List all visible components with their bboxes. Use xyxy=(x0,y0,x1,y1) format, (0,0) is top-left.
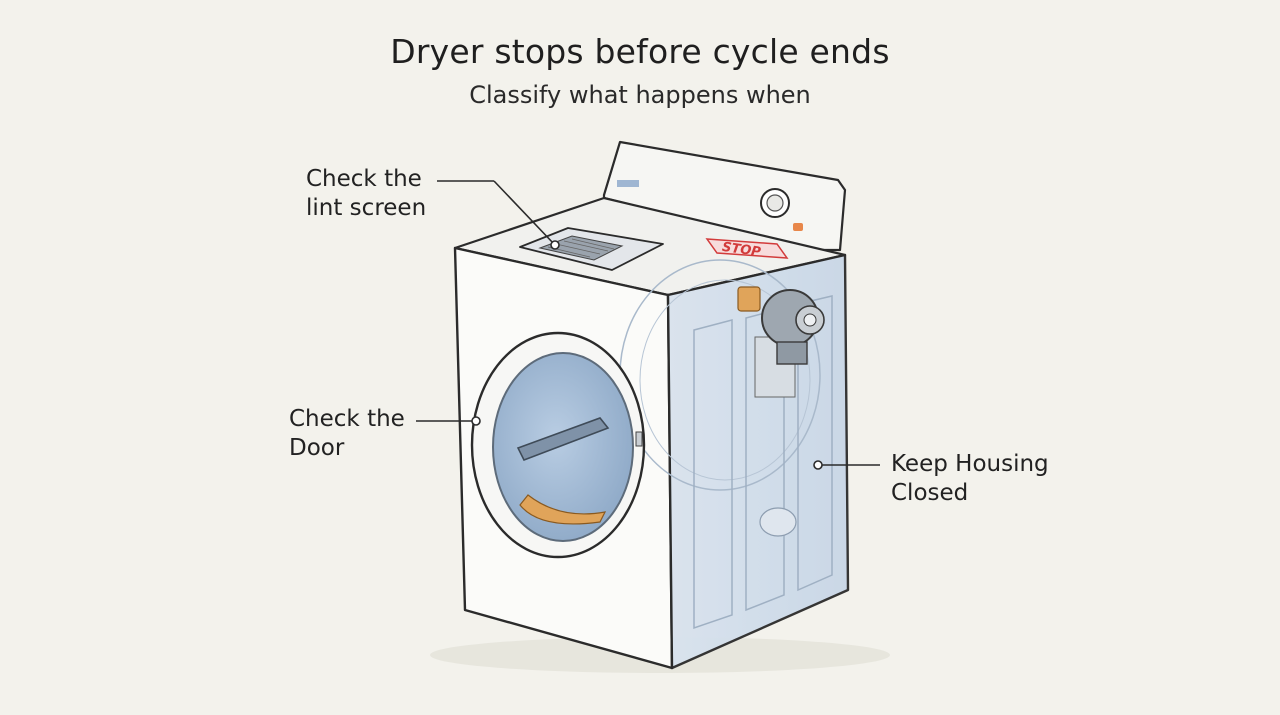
indicator-light xyxy=(793,223,803,231)
brand-badge xyxy=(617,180,639,187)
drum-baffle xyxy=(516,417,610,462)
callout-lint-line2: lint screen xyxy=(306,195,427,221)
exhaust-duct xyxy=(759,507,797,537)
stop-button-icon[interactable]: STOP xyxy=(705,238,789,260)
callout-door: Check the Door xyxy=(289,405,405,463)
leader-lines xyxy=(416,180,880,470)
door-porthole-icon[interactable] xyxy=(470,331,646,559)
callout-housing-line1: Keep Housing xyxy=(891,451,1049,477)
lint-screen-icon[interactable] xyxy=(507,227,664,323)
blower-motor-icon xyxy=(737,286,825,398)
callout-lint-line1: Check the xyxy=(306,166,422,192)
stop-label: STOP xyxy=(721,240,762,260)
callout-lint-screen: Check the lint screen xyxy=(306,165,426,223)
door-seal xyxy=(519,494,607,525)
diagram-subtitle: Classify what happens when xyxy=(469,81,811,109)
callout-door-line1: Check the xyxy=(289,406,405,432)
callout-door-line2: Door xyxy=(289,435,345,461)
control-knob-icon[interactable] xyxy=(760,188,790,218)
diagram-title: Dryer stops before cycle ends xyxy=(390,32,890,71)
callout-housing: Keep Housing Closed xyxy=(891,450,1049,508)
callout-housing-line2: Closed xyxy=(891,480,969,506)
door-latch xyxy=(635,431,643,447)
